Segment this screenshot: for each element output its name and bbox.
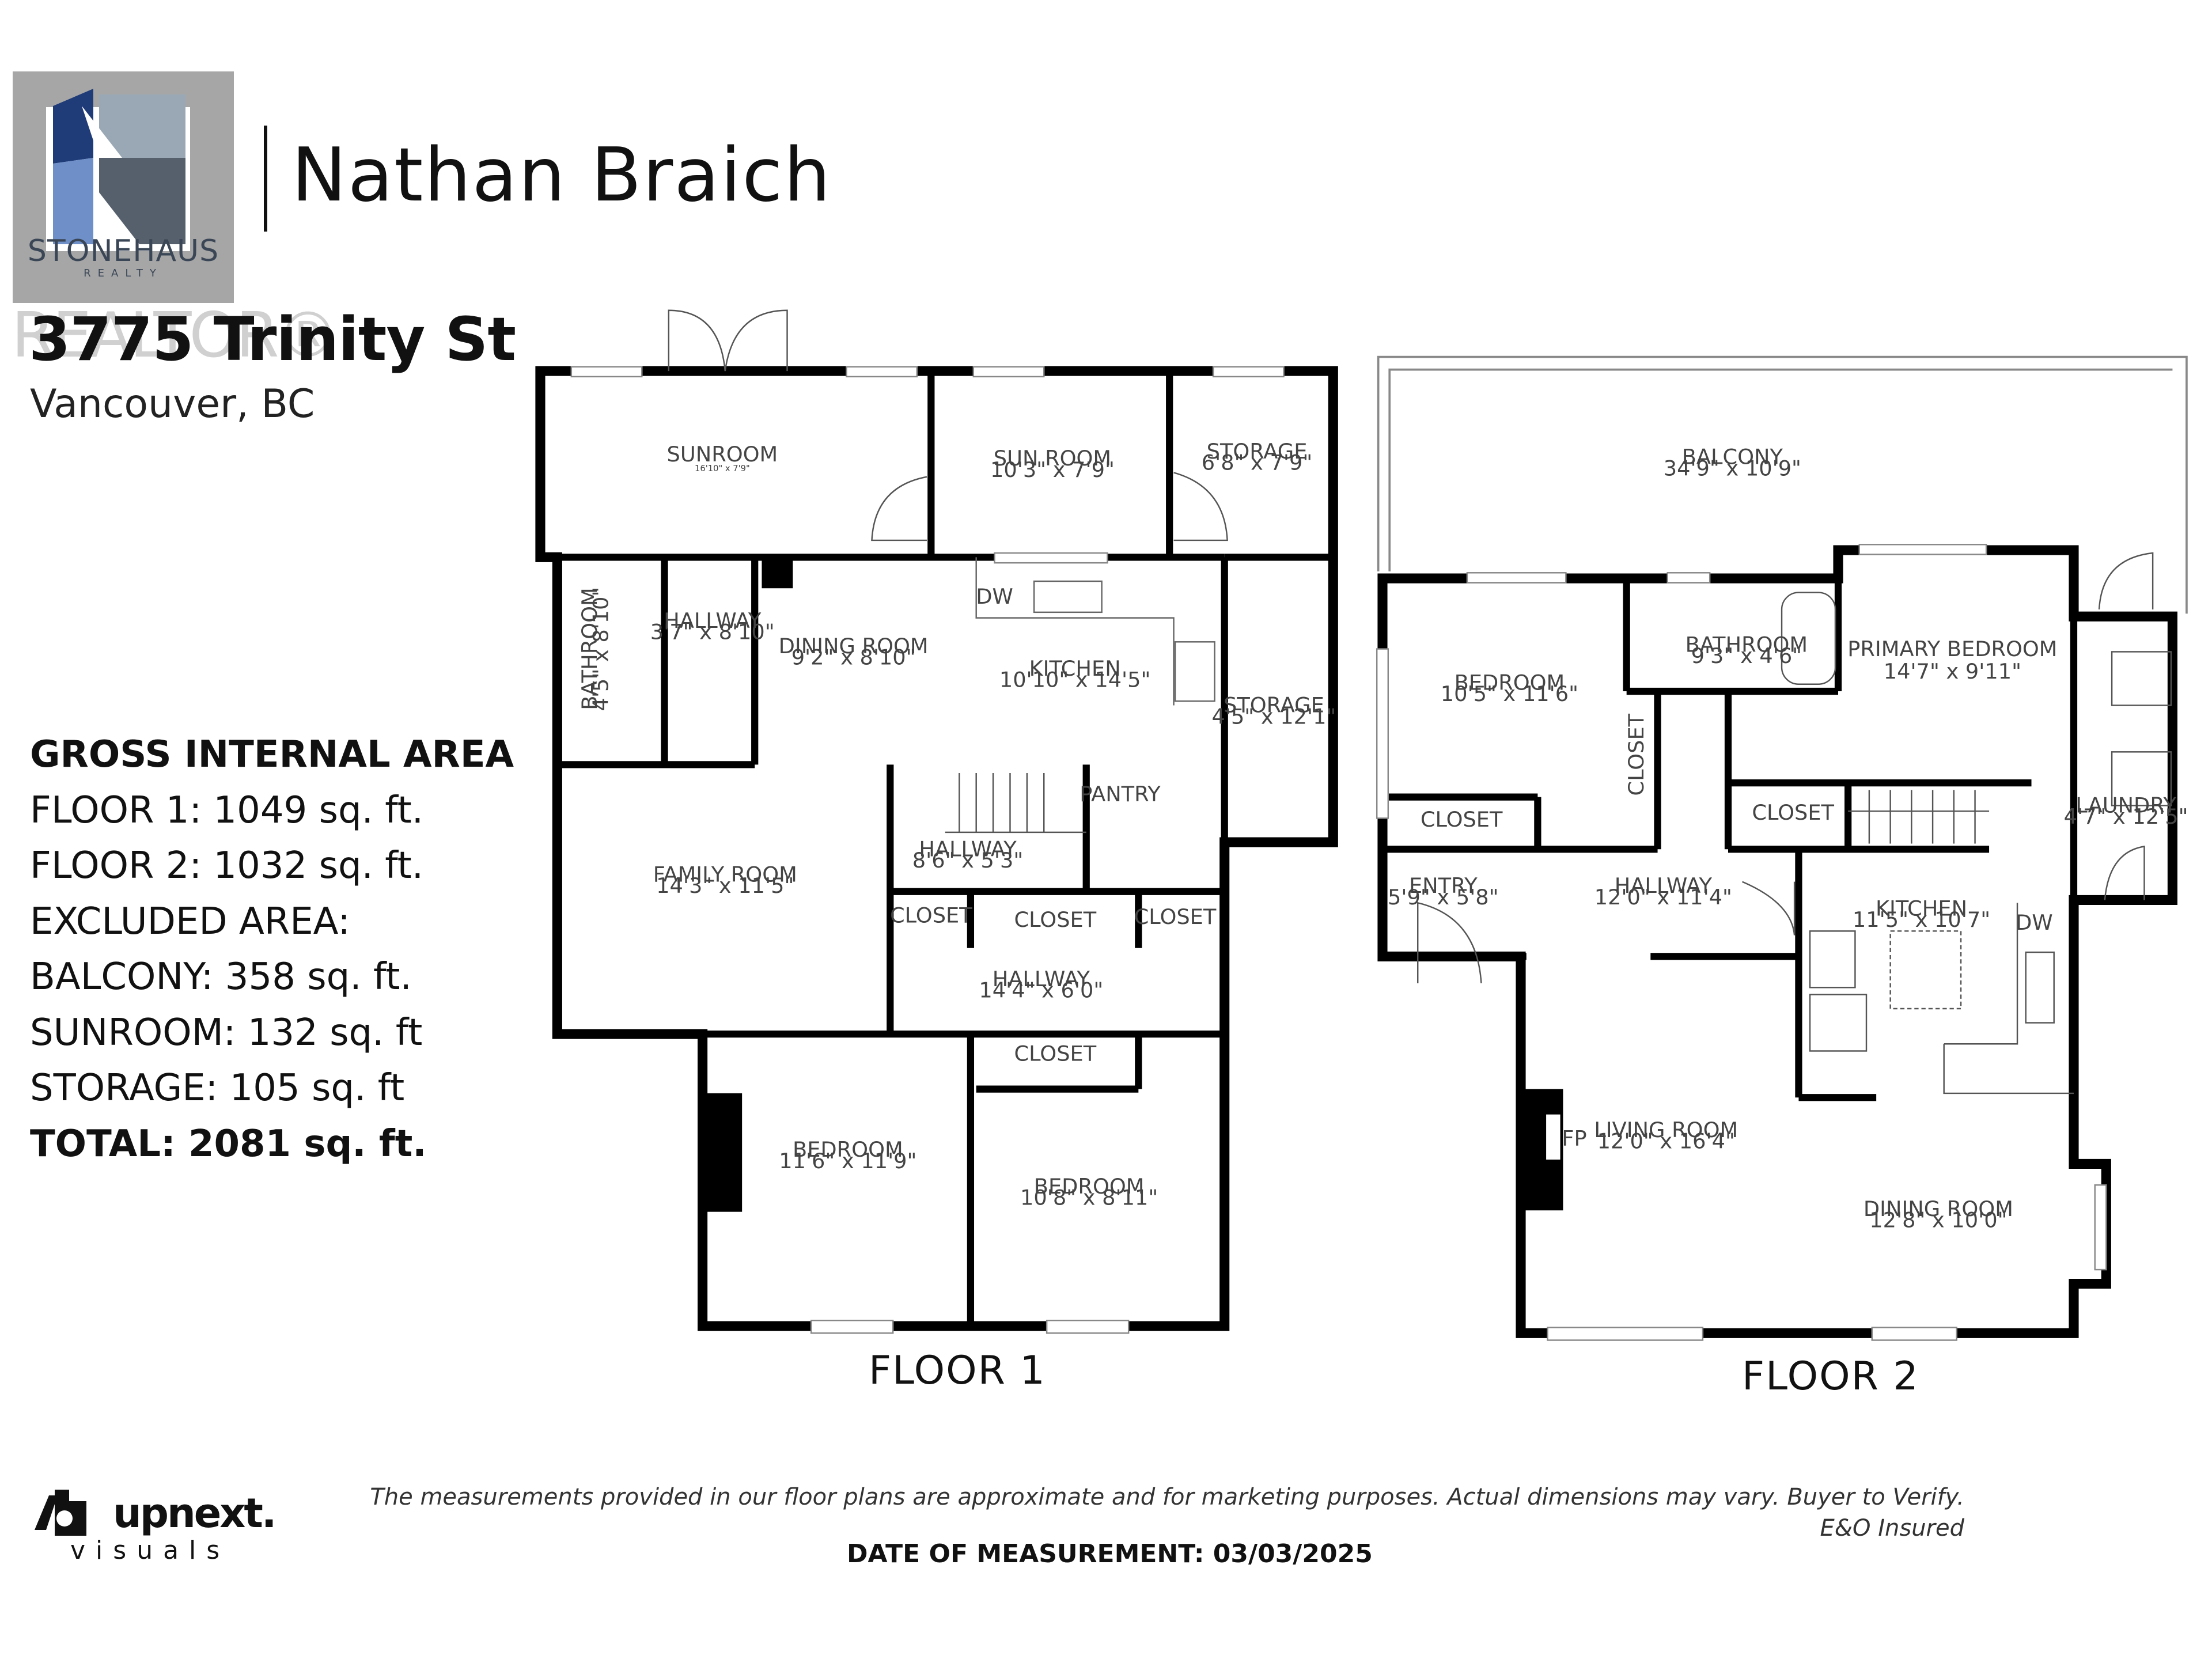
area-line-balcony: BALCONY: 358 sq. ft. [30,956,412,998]
room-label: CLOSET [1014,1041,1097,1066]
area-line-storage: STORAGE: 105 sq. ft [30,1067,405,1109]
disclaimer-text: The measurements provided in our floor p… [370,1484,1964,1510]
room-label: BEDROOM [1455,671,1565,695]
property-address: 3775 Trinity St [29,304,516,374]
room-label: PANTRY [1080,782,1161,806]
upnext-sub: visuals [70,1536,230,1565]
room-dims: 14'3" x 11'5" [656,873,794,898]
room-dims: 9'2" x 8'10" [791,645,916,669]
room-label: DINING ROOM [1863,1196,2013,1221]
room-label: CLOSET [890,903,972,928]
room-label: DINING ROOM [779,634,929,658]
room-dims: 4'7" x 12'5" [2064,804,2188,829]
floor-1-labels: SUNROOM 16'10" x 7'9" SUN ROOM 10'3" x 7… [577,439,1336,1210]
room-dims: 12'0" x 11'4" [1594,885,1732,910]
stonehaus-logo-icon [46,89,190,251]
room-label: CLOSET [1624,713,1649,796]
room-label: HALLWAY [993,967,1090,991]
property-city: Vancouver, BC [30,381,315,427]
floor-2-labels: BALCONY 34'9" x 10'9" BEDROOM 10'5" x 11… [1388,445,2188,1233]
floor-2-label: FLOOR 2 [1742,1354,1919,1399]
room-dims: 4'5" x 8'10" [589,587,613,711]
room-label: BALCONY [1682,445,1783,469]
room-dims: 34'9" x 10'9" [1664,456,1801,480]
agent-name: Nathan Braich [291,132,832,218]
area-heading: GROSS INTERNAL AREA [30,733,514,776]
room-dims: 10'5" x 11'6" [1441,681,1578,706]
upnext-wordmark: upnext. [113,1490,276,1537]
room-dims: 12'8" x 10'0" [1869,1208,2007,1233]
room-label: CLOSET [1134,904,1217,929]
header-divider [264,126,267,232]
room-dims: 4'5" x 12'1" [1211,704,1336,729]
area-line-floor2: FLOOR 2: 1032 sq. ft. [30,844,424,887]
room-label: HALLWAY [919,837,1017,862]
room-label: ENTRY [1409,873,1478,898]
room-label: CLOSET [1014,907,1097,932]
upnext-visuals-logo: upnext. visuals [29,1484,276,1565]
floor-1-label: FLOOR 1 [869,1348,1046,1393]
dishwasher-label: DW [976,584,1013,609]
room-label: HALLWAY [664,608,762,633]
room-label: CLOSET [1752,800,1834,825]
room-label: SUN ROOM [994,446,1111,471]
fireplace-label: FP [1562,1126,1586,1151]
room-label: FAMILY ROOM [653,862,797,887]
room-dims: 14'7" x 9'11" [1884,659,2021,684]
room-label: BATHROOM [1685,632,1808,657]
room-label: LAUNDRY [2075,793,2176,818]
room-label: SUNROOM [667,442,778,467]
area-total: TOTAL: 2081 sq. ft. [30,1122,427,1165]
room-dims: 11'6" x 11'9" [779,1149,916,1173]
room-dims: 10'8" x 8'11" [1020,1185,1158,1210]
room-dims: 10'3" x 7'9" [990,457,1115,482]
dishwasher-label: DW [2016,910,2053,935]
room-label: BEDROOM [793,1137,903,1162]
room-dims: 12'0" x 16'4" [1597,1128,1735,1153]
room-label: CLOSET [1421,807,1503,832]
room-label: STORAGE [1207,439,1308,464]
insured-text: E&O Insured [1820,1515,1964,1541]
room-label: HALLWAY [1615,873,1713,898]
brokerage-logo: STONEHAUS REALTY [13,71,234,303]
area-line-floor1: FLOOR 1: 1049 sq. ft. [30,789,424,832]
room-label: KITCHEN [1029,656,1121,681]
area-summary: GROSS INTERNAL AREA FLOOR 1: 1049 sq. ft… [30,727,514,1172]
measurement-date: DATE OF MEASUREMENT: 03/03/2025 [847,1539,1373,1569]
logo-word: STONEHAUS [27,234,219,268]
area-line-sunroom: SUNROOM: 132 sq. ft [30,1011,423,1054]
room-dims: 6'8" x 7'9" [1202,450,1313,475]
room-label: BATHROOM [577,588,602,710]
disclaimer: The measurements provided in our floor p… [370,1482,1964,1544]
room-dims: 10'10" x 14'5" [999,668,1151,692]
room-label: BEDROOM [1034,1174,1145,1199]
room-dims: 9'3" x 4'6" [1691,643,1802,668]
realtor-watermark: REALTOR® [12,300,339,372]
room-label: LIVING ROOM [1594,1118,1738,1142]
room-label: STORAGE [1224,693,1324,718]
room-dims: 11'5" x 10'7" [1853,907,1990,932]
area-line-excluded: EXCLUDED AREA: [30,900,350,943]
room-dims: 14'4" x 6'0" [979,978,1103,1002]
logo-sub: REALTY [84,267,163,279]
room-dims: 5'9" x 5'8" [1388,885,1499,910]
room-label: PRIMARY BEDROOM [1847,637,2057,661]
room-dims: 3'7" x 8'10" [650,619,775,644]
house-camera-icon [35,1490,86,1536]
room-label: KITCHEN [1876,896,1967,921]
room-dims: 16'10" x 7'9" [695,464,750,474]
room-dims: 8'6" x 5'3" [912,848,1024,873]
